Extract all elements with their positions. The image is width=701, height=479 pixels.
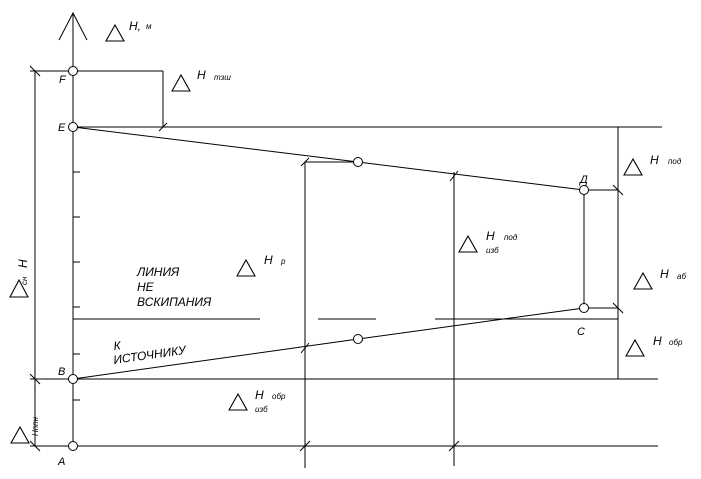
svg-text:H: H [255,388,264,402]
node-mid-return [353,334,363,344]
svg-text:изб: изб [486,246,499,255]
return-line-2 [357,307,585,340]
node-f [68,66,78,76]
no-boil-text-line-1: ЛИНИЯ [136,265,180,279]
svg-text:H: H [16,259,30,268]
node-mid-supply [353,157,363,167]
delta-icon-h-pod-izb [458,234,478,253]
delta-icon-h-obr [625,338,645,357]
svg-text:H: H [650,153,659,167]
svg-text:H,: H, [129,19,141,33]
node-a [68,441,78,451]
svg-text:р: р [280,257,286,266]
to-source-text-line-2: ИСТОЧНИКУ [112,343,187,367]
middle-vertical-1-tick-mid [300,342,310,354]
return-line-1 [72,338,359,380]
delta-icon-h-obr-izb [228,392,248,411]
point-label-c: C [577,326,585,338]
to-source-text-line-1: К [113,338,122,353]
middle-vertical-2-tick-top [449,170,459,182]
delta-icon-h-pod [623,157,643,176]
node-d [579,185,589,195]
point-label-b: B [58,366,65,378]
axis-arrow-head [58,11,88,41]
label-h-r: H р [264,253,286,267]
svg-text:изб: изб [255,405,268,414]
point-label-d: Д [578,174,588,186]
point-label-a: A [57,456,65,468]
label-h-ab: H аб [660,267,686,281]
right-dim-tick-d [612,184,624,196]
supply-line-1 [72,126,359,163]
point-label-e: E [58,122,66,134]
dim-sn-top-tick [29,65,41,77]
node-c [579,303,589,313]
axis-ticks [73,171,80,401]
svg-text:под: под [504,233,518,242]
svg-text:H: H [264,253,273,267]
delta-icon-h-m [105,23,125,42]
middle-vertical-2-tick-bot [448,440,460,452]
svg-text:H: H [660,267,669,281]
supply-line-2 [357,161,585,191]
label-h-sn: H сн [16,259,30,285]
svg-text:H: H [486,229,495,243]
delta-icon-h-tzsh [171,73,191,92]
dim-ppn-bottom-tick [29,440,41,452]
delta-icon-h-r [236,258,256,277]
label-h-tzsh: H тзш [197,68,231,82]
delta-icon-h-sn [9,278,29,298]
svg-text:H: H [197,68,206,82]
label-h-m: H, м [129,19,152,33]
label-h-pod-izb: H под изб [486,229,518,255]
dim-tzsh-tick [158,122,168,132]
middle-vertical-1-tick-bot [299,440,311,452]
middle-vertical-1-tick-top [300,157,310,167]
svg-text:аб: аб [677,272,686,281]
right-dim-tick-c [612,302,624,314]
svg-text:сн: сн [20,276,29,285]
svg-text:под: под [668,157,682,166]
svg-text:тзш: тзш [214,73,231,82]
delta-icon-h-ppn [10,425,30,444]
node-e [68,122,78,132]
node-b [68,374,78,384]
svg-text:H: H [653,334,662,348]
svg-text:м: м [146,22,152,31]
delta-icon-h-ab [633,271,653,290]
point-label-f: F [59,74,67,86]
no-boil-text-line-3: ВСКИПАНИЯ [137,295,212,309]
label-h-obr: H обр [653,334,683,348]
label-h-pod: H под [650,153,682,167]
svg-text:обр: обр [669,338,683,347]
label-h-obr-izb: H обр изб [255,388,286,414]
label-h-ppn: Hппн [31,416,40,436]
no-boil-text-line-2: НЕ [137,280,155,294]
svg-text:обр: обр [272,392,286,401]
